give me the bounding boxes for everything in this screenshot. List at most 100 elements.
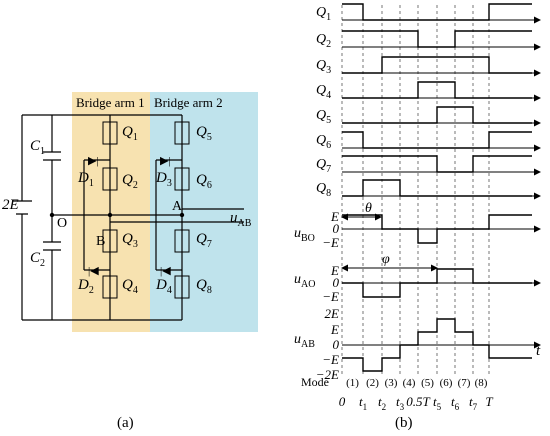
gate-label-q7: Q7	[316, 157, 331, 175]
gate-label-q1: Q1	[316, 5, 331, 23]
capacitor-c1-symbol	[43, 151, 61, 161]
mode-gridlines	[341, 5, 490, 375]
time-tick-1: t1	[359, 394, 367, 412]
time-tick-3: t3	[396, 394, 405, 412]
mode-3: (3)	[385, 377, 398, 389]
voltage-label-AB: uAB	[294, 332, 315, 350]
circuit-panel: Bridge arm 1 Bridge arm 2 2E C1 C2 O ▶| …	[2, 92, 258, 431]
arm1-switch-blocks	[102, 121, 118, 299]
level-label-AB-3: −E	[322, 352, 339, 367]
output-wire	[110, 208, 244, 223]
switch-q6-label: Q6	[196, 172, 212, 191]
level-label-BO-0: E	[330, 209, 339, 224]
voltage-label-AO: uAO	[294, 272, 315, 290]
mode-5: (5)	[421, 377, 434, 389]
mode-4: (4)	[403, 377, 416, 389]
switch-q1-label: Q1	[122, 124, 138, 143]
node-a-dot	[179, 212, 185, 218]
voltage-signal-AO	[342, 268, 532, 298]
diode-d1-symbol: ▶|	[88, 155, 99, 167]
gate-signal-q6	[342, 131, 532, 149]
gate-label-q5: Q5	[316, 108, 331, 126]
node-b-label: B	[96, 234, 105, 249]
gate-label-q2: Q2	[316, 32, 331, 50]
capacitor-c2-label: C2	[30, 250, 45, 269]
source-symbol	[12, 200, 32, 215]
phi-label: φ	[382, 252, 390, 267]
level-label-BO-2: −E	[322, 235, 339, 250]
level-label-AO-1: 0	[333, 275, 340, 290]
level-label-AO-0: E	[330, 263, 339, 278]
mode-row: (1) (2) (3) (4) (5) (6) (7) (8)	[346, 377, 488, 389]
node-o-dot	[49, 212, 55, 218]
level-label-AO-2: −E	[322, 289, 339, 304]
level-label-AB-1: E	[330, 322, 339, 337]
arm2-switch-blocks	[174, 121, 190, 299]
time-tick-7: t7	[469, 394, 478, 412]
mode-8: (8)	[475, 377, 488, 389]
gate-signal-q8	[342, 179, 532, 197]
voltage-signal-BO	[342, 214, 532, 244]
level-label-AB-2: 0	[333, 337, 340, 352]
mode-6: (6)	[440, 377, 453, 389]
switch-q4-label: Q4	[122, 277, 138, 296]
diode-d4-label: D4	[155, 277, 172, 296]
theta-label: θ	[365, 201, 372, 216]
gate-signal-q1	[342, 3, 532, 21]
node-b-dot	[107, 212, 113, 218]
time-axis-label: t	[536, 343, 541, 359]
bridge-arm-1-region	[72, 92, 150, 332]
switch-q5-label: Q5	[196, 124, 212, 143]
diode-d3-symbol: ▶|	[160, 155, 171, 167]
mode-label: Mode	[301, 375, 329, 389]
arm1-diode-clamps	[83, 159, 110, 271]
diode-d4-symbol: |◀	[160, 265, 171, 277]
gate-label-q3: Q3	[316, 58, 331, 76]
diode-d2-label: D2	[77, 277, 94, 296]
gate-label-q8: Q8	[316, 181, 331, 199]
capacitor-c2-symbol	[43, 241, 61, 251]
bridge-arm-2-region	[150, 92, 258, 332]
switch-q8-label: Q8	[196, 277, 212, 296]
gate-signal-q7	[342, 155, 532, 173]
switch-q7-label: Q7	[196, 231, 212, 250]
time-tick-4: 0.5T	[406, 394, 430, 409]
node-o-label: O	[57, 216, 67, 231]
node-a-label: A	[172, 199, 183, 214]
arm2-diode-clamps	[155, 159, 182, 271]
time-tick-8: T	[485, 394, 493, 409]
time-tick-0: 0	[339, 394, 346, 409]
output-label: uAB	[230, 210, 252, 229]
gate-signal-q3	[342, 56, 532, 74]
switch-q2-label: Q2	[122, 172, 138, 191]
mode-1: (1)	[346, 377, 359, 389]
level-label-AB-4: −2E	[316, 367, 339, 382]
bridge-arm-1-label: Bridge arm 1	[76, 95, 145, 110]
time-tick-5: t5	[433, 394, 442, 412]
mode-7: (7)	[458, 377, 471, 389]
caption-a: (a)	[117, 415, 134, 431]
diode-d2-symbol: |◀	[88, 265, 99, 277]
bridge-arm-2-label: Bridge arm 2	[154, 95, 223, 110]
time-tick-6: t6	[451, 394, 460, 412]
gate-signal-q4	[342, 81, 532, 99]
mode-2: (2)	[366, 377, 379, 389]
caption-b: (b)	[395, 415, 413, 431]
voltage-signal-AB	[342, 318, 532, 372]
level-label-BO-1: 0	[333, 221, 340, 236]
diode-d3-label: D3	[155, 170, 172, 189]
level-label-AB-0: 2E	[325, 306, 340, 321]
diode-d1-label: D1	[77, 170, 94, 189]
switch-q3-label: Q3	[122, 231, 138, 250]
gate-label-q6: Q6	[316, 133, 331, 151]
voltage-label-BO: uBO	[294, 226, 315, 244]
source-label: 2E	[2, 197, 19, 213]
gate-signal-q2	[342, 30, 532, 48]
time-tick-2: t2	[378, 394, 386, 412]
capacitor-c1-label: C1	[30, 138, 45, 157]
